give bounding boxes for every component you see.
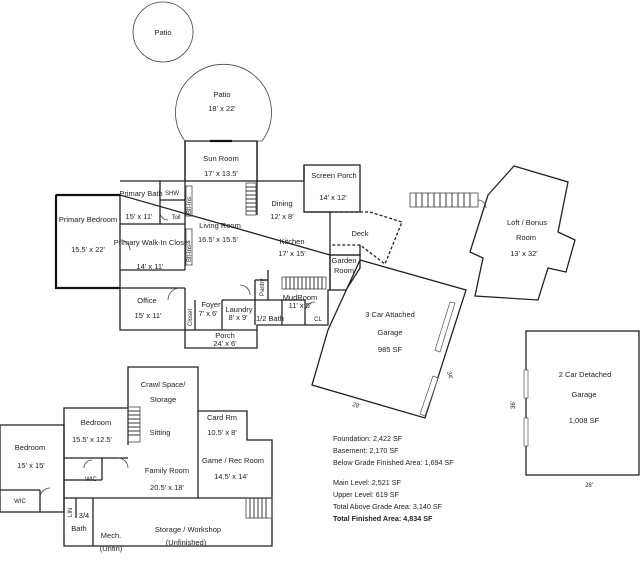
office-label: Office — [137, 296, 156, 305]
office-dim: 15' x 11' — [135, 311, 162, 320]
card-rm-label: Card Rm — [207, 413, 237, 422]
three-quarter-bath-label-2: Bath — [71, 524, 86, 533]
lower-bedroom-b-dim: 15' x 15' — [17, 461, 45, 470]
attached-garage-front: 28' — [351, 402, 360, 410]
blt-ins-top-label: Blt-Ins — [187, 197, 193, 214]
main-level-area: Main Level: 2,521 SF — [333, 478, 401, 487]
walk-in-closet-label: Primary Walk-In Closet — [114, 238, 191, 247]
upper-level-area: Upper Level: 619 SF — [333, 490, 399, 499]
garden-room-label-a: Garden — [331, 256, 356, 265]
stairs-kitchen — [281, 276, 327, 290]
below-grade-area: Below Grade Finished Area: 1,694 SF — [333, 458, 454, 467]
lower-bedroom-b-label: Bedroom — [15, 443, 45, 452]
above-grade-area: Total Above Grade Area: 3,140 SF — [333, 502, 443, 511]
patio-round-dim: 18' x 22' — [208, 104, 236, 113]
toil-label: Toil — [171, 215, 180, 221]
crawl-space-label: Crawl Space/ — [141, 380, 187, 389]
game-room-label: Game / Rec Room — [202, 456, 264, 465]
dining-dim: 12' x 8' — [270, 212, 294, 221]
screen-porch-dim: 14' x 12' — [319, 193, 347, 202]
storage-workshop-label-2: (Unfinished) — [166, 538, 207, 547]
deck: Deck — [330, 211, 403, 266]
kitchen-label: Kitchen — [279, 237, 304, 246]
mudroom-label: MudRoom — [283, 293, 318, 302]
sun-room-label: Sun Room — [203, 154, 238, 163]
loft-label: Loft / Bonus — [507, 218, 547, 227]
attached-garage-label: 3 Car Attached — [365, 310, 415, 319]
sitting-label: Sitting — [150, 428, 171, 437]
card-rm-dim: 10.5' x 8' — [207, 428, 237, 437]
storage-workshop-label: Storage / Workshop — [155, 525, 221, 534]
detached-garage-dim: 1,008 SF — [569, 416, 600, 425]
kitchen-dim: 17' x 15' — [278, 249, 306, 258]
lower-bedroom-a-dim: 15.5' x 12.5' — [72, 435, 113, 444]
garden-room: Garden Room — [329, 254, 361, 291]
family-room-dim: 20.5' x 18' — [150, 483, 184, 492]
mudroom-dim: 11' x 5' — [289, 301, 312, 310]
game-room-dim: 14.5' x 14' — [214, 472, 248, 481]
shw-label: SHW — [165, 191, 179, 197]
foyer-label: Foyer — [201, 300, 221, 309]
detached-garage-label-2: Garage — [571, 390, 596, 399]
family-room-label: Family Room — [145, 466, 189, 475]
patio-round-label: Patio — [213, 90, 230, 99]
area-summary: Foundation: 2,422 SF Basement: 2,170 SF … — [333, 433, 513, 525]
wic-b-label: WIC — [14, 499, 26, 505]
attached-garage: 3 Car Attached Garage 985 SF 34' 28' — [311, 259, 467, 419]
living-room-dim: 16.5' x 15.5' — [198, 235, 239, 244]
detached-garage-front: 28' — [585, 483, 593, 489]
garden-room-label-b: Room — [334, 266, 354, 275]
half-bath-label: 1/2 Bath — [256, 314, 284, 323]
detached-garage: 2 Car Detached Garage 1,008 SF 36' 28' — [511, 330, 640, 489]
primary-bath-dim: 15' x 11' — [126, 212, 153, 221]
patio-top: Patio — [132, 1, 194, 63]
dining-label: Dining — [271, 199, 292, 208]
laundry-dim: 8' x 9' — [228, 313, 248, 322]
blt-ins-mid-label: Blt-Ins — [187, 245, 193, 262]
patio-round: Patio 18' x 22' — [175, 64, 272, 142]
pantry-label: Pantry — [260, 279, 266, 296]
living-room-label: Living Room — [199, 221, 241, 230]
mech-label: Mech. — [101, 531, 121, 540]
crawl-space-label-2: Storage — [150, 395, 176, 404]
detached-garage-side: 36' — [511, 401, 517, 409]
porch-dim: 24' x 6' — [213, 339, 237, 348]
three-quarter-bath-label: 3/4 — [79, 511, 89, 520]
foyer-dim: 7' x 6' — [198, 309, 218, 318]
stairs-living — [245, 182, 257, 216]
foundation-area: Foundation: 2,422 SF — [333, 434, 403, 443]
cl-label: CL — [314, 317, 322, 323]
sun-room-dim: 17' x 13.5' — [204, 169, 238, 178]
lin-label: LIN — [68, 508, 74, 517]
walk-in-closet-dim: 14' x 11' — [137, 262, 164, 271]
total-finished-area: Total Finished Area: 4,834 SF — [333, 514, 433, 523]
attached-garage-dim: 985 SF — [378, 345, 403, 354]
lower-level: Crawl Space/ Storage Bedroom 15.5' x 12.… — [0, 366, 273, 553]
loft-dim: 13' x 32' — [510, 249, 538, 258]
loft-label-2: Room — [516, 233, 536, 242]
primary-bedroom-dim: 15.5' x 22' — [71, 245, 105, 254]
primary-bedroom-label: Primary Bedroom — [59, 215, 117, 224]
wic-a-label: WIC — [85, 477, 97, 483]
loft: Loft / Bonus Room 13' x 32' — [409, 165, 576, 301]
main-level: Sun Room 17' x 13.5' Screen Porch 14' x … — [54, 139, 361, 349]
attached-garage-label-2: Garage — [377, 328, 402, 337]
screen-porch-label: Screen Porch — [311, 171, 356, 180]
closet-label: Closet — [188, 309, 194, 326]
primary-bath-label: Primary Bath — [119, 189, 162, 198]
basement-area: Basement: 2,170 SF — [333, 446, 399, 455]
porch-label: Porch — [215, 331, 235, 340]
laundry-label: Laundry — [225, 305, 252, 314]
attached-garage-side: 34' — [445, 371, 453, 380]
mech-label-2: (Unfin) — [100, 544, 123, 553]
patio-top-label: Patio — [154, 28, 171, 37]
deck-label: Deck — [351, 229, 368, 238]
detached-garage-label: 2 Car Detached — [559, 370, 612, 379]
lower-bedroom-a-label: Bedroom — [81, 418, 111, 427]
